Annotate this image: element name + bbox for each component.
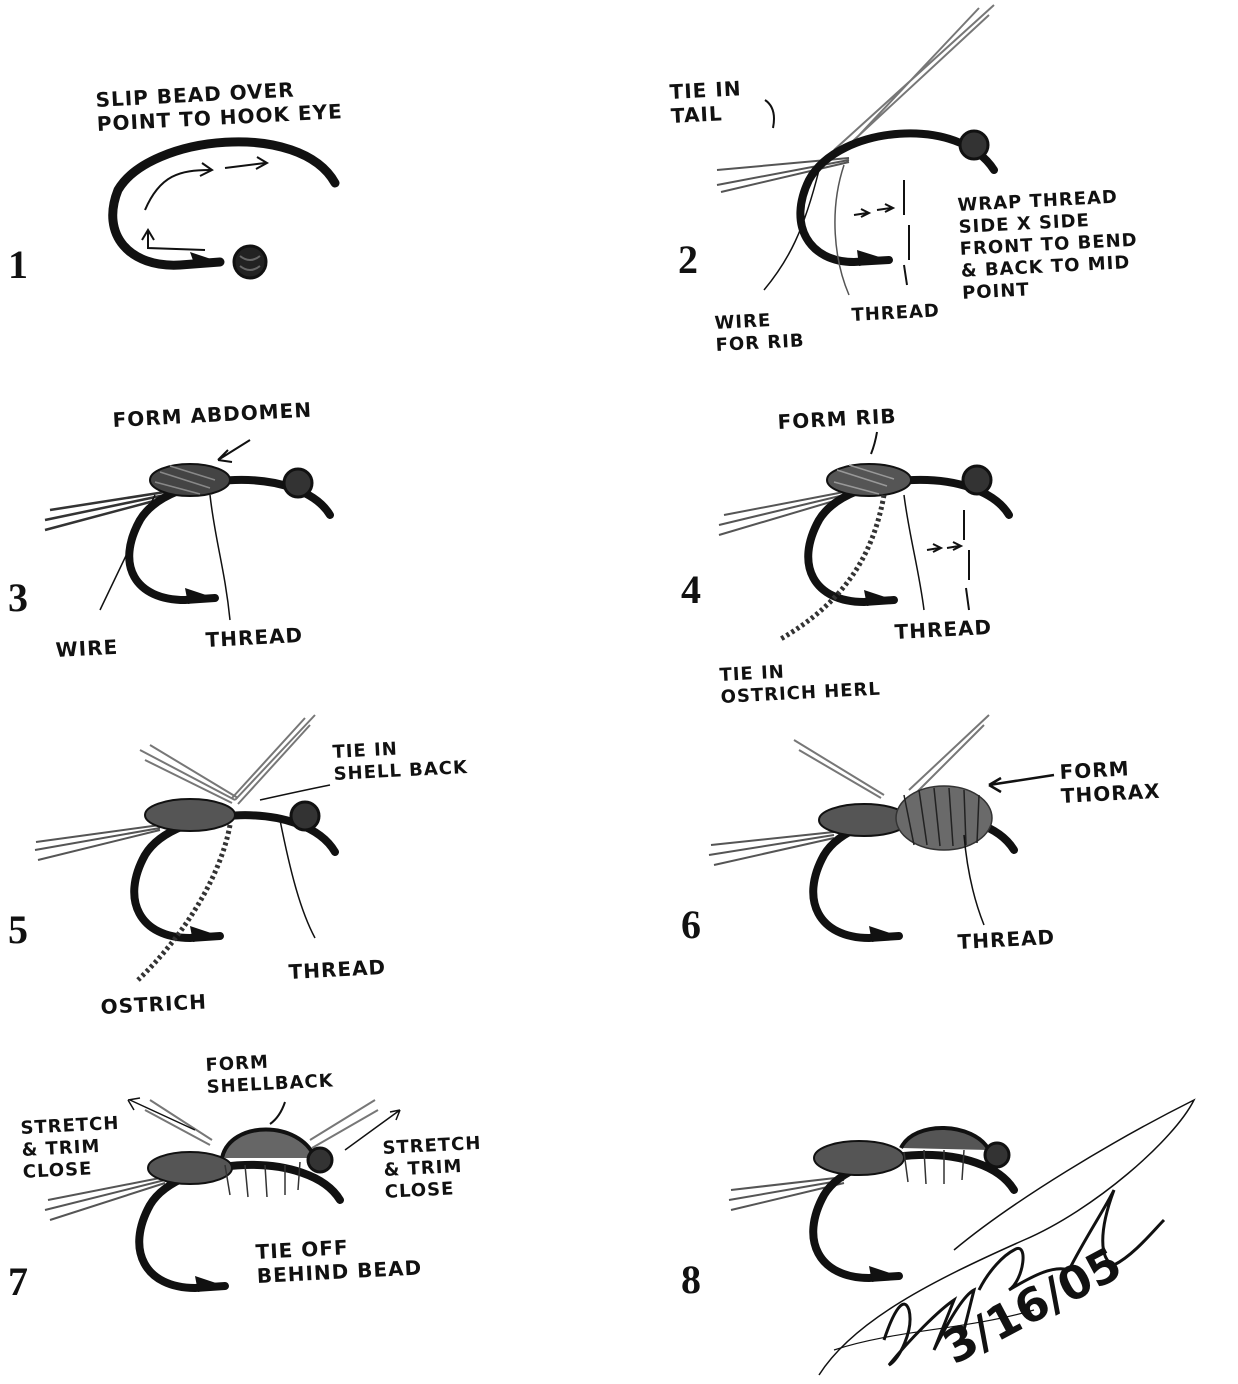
step-6-panel: 6 FORM THORAX THREAD xyxy=(619,700,1238,1040)
step-2-hook-drawing xyxy=(619,0,1238,370)
step-3-hook-drawing xyxy=(0,370,619,700)
step-5-hook-drawing xyxy=(0,700,619,1040)
step-7-hook-drawing xyxy=(0,1040,619,1384)
step-5-panel: 5 TIE IN SHELL BACK THREAD OSTRICH xyxy=(0,700,619,1040)
step-1-panel: 1 SLIP BEAD OVER POINT TO HOOK EYE xyxy=(0,0,619,330)
step-8-panel: 8 3/16/05 xyxy=(619,1040,1238,1384)
step-2-panel: 2 TIE IN TAIL WRAP THREAD SIDE X SIDE FR… xyxy=(619,0,1238,370)
step-6-hook-drawing xyxy=(619,700,1238,1040)
step-4-hook-drawing xyxy=(619,370,1238,720)
step-3-panel: 3 FORM ABDOMEN WIRE THREAD xyxy=(0,370,619,700)
step-4-panel: 4 FORM RIB THREAD TIE IN OSTRICH HERL xyxy=(619,370,1238,720)
signature-mark: 3/16/05 xyxy=(814,1080,1234,1380)
signature-date: 3/16/05 xyxy=(934,1236,1130,1375)
step-1-hook-drawing xyxy=(0,0,619,330)
step-7-panel: 7 FORM SHELLBACK STRETCH & TRIM CLOSE ST… xyxy=(0,1040,619,1384)
